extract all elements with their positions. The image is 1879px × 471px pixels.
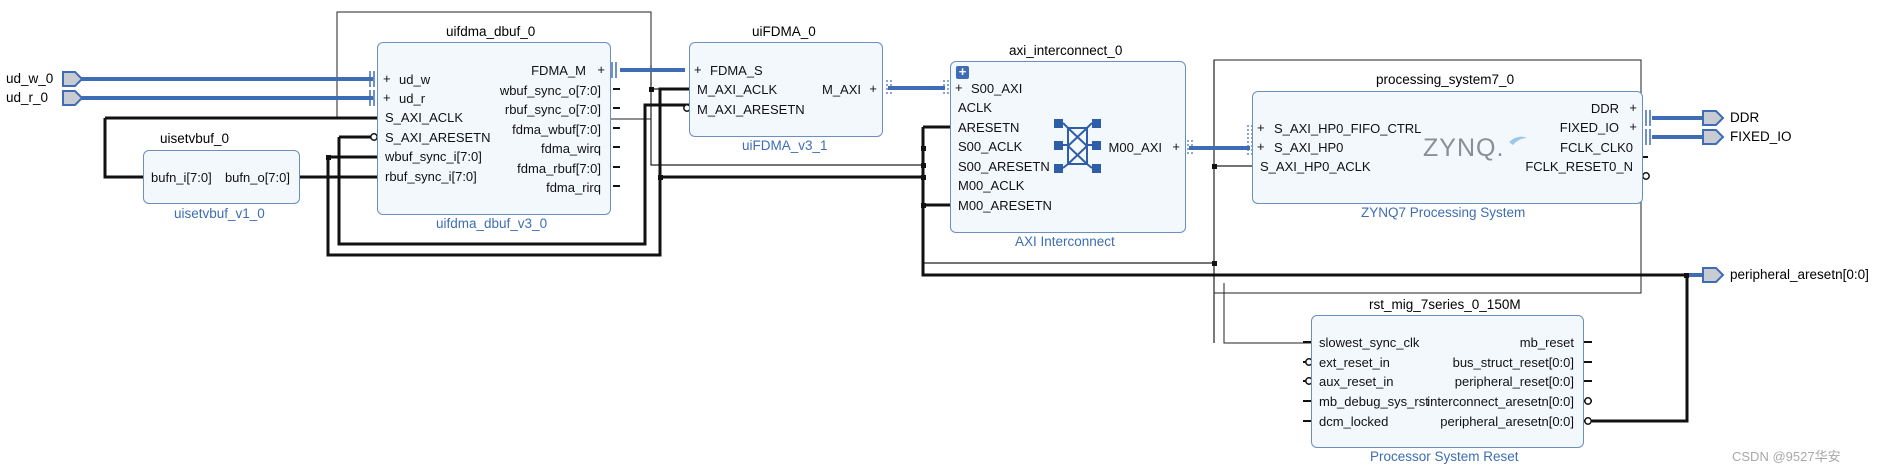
port-mb-debug-sys-rst: mb_debug_sys_rst bbox=[1319, 394, 1429, 409]
port-aresetn: ARESETN bbox=[958, 120, 1020, 135]
external-port-ud-w-0[interactable]: ud_w_0 bbox=[6, 71, 54, 86]
port-bus-struct-reset: bus_struct_reset[0:0] bbox=[1452, 355, 1574, 370]
axi-interconnect-ip-name: AXI Interconnect bbox=[1015, 234, 1115, 249]
plus-icon: + bbox=[1629, 119, 1637, 134]
rst-clk-outline bbox=[1223, 283, 1313, 344]
uisetvbuf-block[interactable]: bufn_i[7:0] bufn_o[7:0] bbox=[143, 150, 300, 204]
port-aux-reset-in: aux_reset_in bbox=[1319, 374, 1394, 389]
port-arrow-ud-r bbox=[62, 90, 84, 106]
port-aclk: ACLK bbox=[958, 100, 992, 115]
zynq-swoosh-icon bbox=[1509, 136, 1527, 145]
port-fixed-io: FIXED_IO bbox=[1559, 120, 1619, 135]
plus-icon: + bbox=[955, 80, 963, 95]
port-m-axi-aclk: M_AXI_ACLK bbox=[697, 82, 778, 97]
plus-icon: + bbox=[1257, 139, 1265, 154]
port-s-axi-hp0-fifo-ctrl: S_AXI_HP0_FIFO_CTRL bbox=[1274, 121, 1422, 136]
uifdma-dbuf-block[interactable]: + ud_w + ud_r S_AXI_ACLK S_AXI_ARESETN w… bbox=[377, 42, 611, 215]
axi-interconnect-instance-name: axi_interconnect_0 bbox=[1009, 43, 1123, 58]
uifdma-instance-name: uiFDMA_0 bbox=[752, 24, 816, 39]
processing-system-instance-name: processing_system7_0 bbox=[1376, 72, 1515, 87]
port-fclk-clk0: FCLK_CLK0 bbox=[1560, 140, 1633, 155]
uifdma-dbuf-ip-name: uifdma_dbuf_v3_0 bbox=[436, 216, 548, 231]
plus-icon: + bbox=[1172, 139, 1180, 154]
port-fdma-m: FDMA_M bbox=[531, 63, 586, 78]
port-arrow-ddr bbox=[1702, 110, 1725, 126]
rst-mig-instance-name: rst_mig_7series_0_150M bbox=[1369, 297, 1521, 312]
uifdma-block[interactable]: + FDMA_S M_AXI_ACLK M_AXI_ARESETN M_AXI … bbox=[689, 42, 883, 137]
uisetvbuf-instance-name: uisetvbuf_0 bbox=[160, 131, 230, 146]
port-s-axi-hp0: S_AXI_HP0 bbox=[1274, 140, 1344, 155]
port-mb-reset: mb_reset bbox=[1519, 335, 1574, 350]
plus-icon: + bbox=[383, 90, 391, 105]
port-m00-aresetn: M00_ARESETN bbox=[958, 198, 1052, 213]
port-m-axi: M_AXI bbox=[821, 82, 861, 97]
wire-reset-1 bbox=[337, 103, 690, 246]
port-ud-r: ud_r bbox=[399, 91, 426, 106]
port-peripheral-aresetn: peripheral_aresetn[0:0] bbox=[1440, 414, 1574, 429]
wire-reset-7 bbox=[1592, 275, 1689, 423]
plus-icon: + bbox=[597, 62, 605, 77]
port-m-axi-aresetn: M_AXI_ARESETN bbox=[697, 102, 805, 117]
port-slowest-sync-clk: slowest_sync_clk bbox=[1319, 335, 1420, 350]
port-s00-axi: S00_AXI bbox=[971, 81, 1023, 96]
port-dcm-locked: dcm_locked bbox=[1319, 414, 1389, 429]
port-bufn-o: bufn_o[7:0] bbox=[224, 170, 290, 185]
wire-sync-4 bbox=[326, 87, 690, 257]
port-interconnect-aresetn: interconnect_aresetn[0:0] bbox=[1427, 394, 1574, 409]
port-fdma-wbuf: fdma_wbuf[7:0] bbox=[512, 122, 601, 137]
port-rbuf-sync-i: rbuf_sync_i[7:0] bbox=[385, 169, 477, 184]
port-wbuf-sync-o: wbuf_sync_o[7:0] bbox=[499, 83, 601, 98]
axi-interconnect-block[interactable]: + + S00_AXI ACLK ARESETN S00_ACLK S00_AR… bbox=[950, 61, 1186, 233]
port-fdma-rirq: fdma_rirq bbox=[546, 180, 601, 195]
port-fdma-rbuf: fdma_rbuf[7:0] bbox=[517, 161, 601, 176]
port-ud-w: ud_w bbox=[399, 72, 431, 87]
port-m00-aclk: M00_ACLK bbox=[958, 178, 1025, 193]
port-s-axi-aclk: S_AXI_ACLK bbox=[385, 110, 464, 125]
wire-sync-1 bbox=[103, 118, 143, 179]
zynq-logo: ZYNQ. bbox=[1423, 134, 1505, 162]
plus-icon: + bbox=[1629, 100, 1637, 115]
port-wbuf-sync-i: wbuf_sync_i[7:0] bbox=[385, 149, 482, 164]
processing-system-ip-name: ZYNQ7 Processing System bbox=[1361, 205, 1526, 220]
rst-mig-block[interactable]: slowest_sync_clk ext_reset_in aux_reset_… bbox=[1311, 315, 1584, 448]
port-fdma-wirq: fdma_wirq bbox=[541, 141, 601, 156]
port-fdma-s: FDMA_S bbox=[710, 63, 763, 78]
port-arrow-ud-w bbox=[62, 71, 84, 87]
plus-icon: + bbox=[383, 71, 391, 86]
plus-icon: + bbox=[869, 81, 877, 96]
wire-clk-a bbox=[650, 65, 923, 166]
port-s00-aresetn: S00_ARESETN bbox=[958, 159, 1050, 174]
port-arrow-reset bbox=[1702, 267, 1725, 283]
port-bufn-i: bufn_i[7:0] bbox=[151, 170, 212, 185]
external-port-fixed-io[interactable]: FIXED_IO bbox=[1730, 129, 1792, 144]
plus-icon: + bbox=[694, 62, 702, 77]
port-ddr: DDR bbox=[1590, 101, 1619, 116]
external-port-ud-r-0[interactable]: ud_r_0 bbox=[6, 90, 49, 105]
uifdma-ip-name: uiFDMA_v3_1 bbox=[742, 138, 828, 153]
external-port-ddr[interactable]: DDR bbox=[1730, 110, 1760, 125]
rst-mig-ip-name: Processor System Reset bbox=[1370, 449, 1519, 464]
port-arrow-fixedio bbox=[1702, 129, 1725, 145]
crossbar-icon bbox=[1054, 119, 1101, 173]
plus-icon: + bbox=[1257, 120, 1265, 135]
port-peripheral-reset: peripheral_reset[0:0] bbox=[1454, 374, 1574, 389]
uisetvbuf-ip-name: uisetvbuf_v1_0 bbox=[174, 206, 265, 221]
port-s00-aclk: S00_ACLK bbox=[958, 139, 1023, 154]
port-rbuf-sync-o: rbuf_sync_o[7:0] bbox=[504, 102, 601, 117]
expand-icon[interactable]: + bbox=[956, 65, 969, 79]
processing-system-block[interactable]: + S_AXI_HP0_FIFO_CTRL + S_AXI_HP0 S_AXI_… bbox=[1252, 91, 1643, 204]
port-s-axi-hp0-aclk: S_AXI_HP0_ACLK bbox=[1260, 159, 1371, 174]
watermark: CSDN @9527华安 bbox=[1732, 449, 1841, 464]
port-m00-axi: M00_AXI bbox=[1108, 140, 1162, 155]
external-port-peripheral-aresetn[interactable]: peripheral_aresetn[0:0] bbox=[1730, 267, 1869, 282]
port-s-axi-aresetn: S_AXI_ARESETN bbox=[385, 130, 491, 145]
port-ext-reset-in: ext_reset_in bbox=[1319, 355, 1390, 370]
port-fclk-reset0-n: FCLK_RESET0_N bbox=[1525, 159, 1633, 174]
uifdma-dbuf-instance-name: uifdma_dbuf_0 bbox=[446, 24, 536, 39]
